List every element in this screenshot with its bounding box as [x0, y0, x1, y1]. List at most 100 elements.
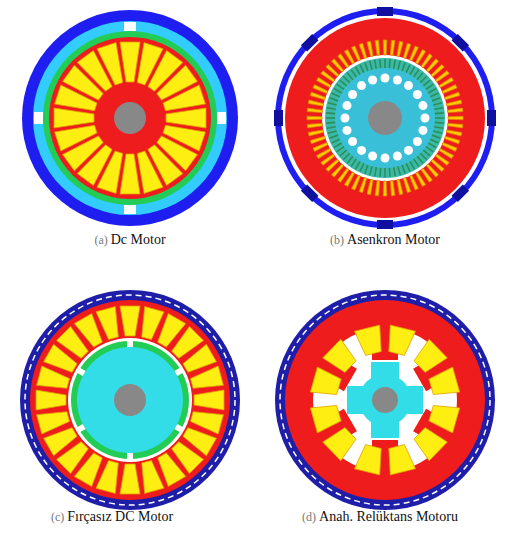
rotor-slot [384, 168, 386, 177]
rotor-slot [334, 142, 343, 148]
stator-slot [445, 136, 460, 144]
brush-gap [34, 112, 43, 124]
rotor-slot [329, 134, 338, 139]
rotor-bar [404, 146, 413, 155]
shaft [372, 387, 398, 413]
srm-motor-section [275, 290, 495, 510]
shaft [114, 384, 146, 416]
stator-slot [390, 40, 395, 55]
stator-slot [410, 175, 419, 190]
rotor-slot [374, 60, 377, 69]
rotor-slot [326, 117, 335, 119]
rotor-slot [351, 159, 358, 167]
stator-slot [416, 172, 426, 186]
stator-winding [429, 367, 460, 394]
stator-slot [383, 181, 387, 196]
rotor-slot [409, 161, 415, 170]
rotor-slot [435, 117, 444, 119]
stator-slot [403, 43, 411, 58]
rotor-slot [423, 80, 431, 87]
rotor-slot [163, 85, 205, 111]
rotor-bar [343, 126, 352, 135]
magnet-gap [77, 367, 86, 376]
stator-slot [307, 116, 322, 120]
stator-slot [183, 344, 217, 372]
frame-block [452, 34, 470, 52]
rotor-slot [389, 59, 391, 68]
rotor-slot [364, 165, 369, 174]
rotor-slot [389, 168, 391, 177]
stator-slot [442, 85, 457, 94]
rotor-bar [368, 152, 377, 161]
stator-slot [367, 41, 373, 56]
stator-slot [359, 43, 367, 58]
frame-block [377, 220, 393, 229]
rotor-slot [379, 59, 381, 68]
stator-slot [120, 306, 140, 336]
rotor-bar [343, 101, 352, 110]
stator-slot [352, 175, 361, 190]
rotor-slot [327, 107, 336, 110]
rotor-slot [428, 142, 437, 148]
rotor-slot [405, 163, 410, 172]
rotor-bar [341, 114, 350, 123]
caption-letter: (c) [51, 510, 64, 525]
rotor-slot [397, 61, 401, 70]
rotor-bar [413, 137, 422, 146]
rotor-slot [55, 125, 97, 151]
rotor-slot [401, 62, 406, 71]
rotor-slot [339, 150, 347, 157]
rotor-slot [347, 72, 354, 80]
rotor-slot [369, 61, 373, 70]
stator-winding [310, 406, 341, 433]
caption-letter: (d) [302, 510, 316, 525]
stator-slot [44, 428, 78, 456]
stator-slot [308, 100, 323, 106]
stator-slot [445, 92, 460, 100]
stator-slot [375, 40, 380, 55]
stator-slot [96, 307, 118, 340]
shaft [114, 102, 146, 134]
rotor-slot [328, 130, 337, 134]
stator-slot [367, 179, 373, 194]
caption-text: Fırçasız DC Motor [67, 509, 173, 525]
stator-slot [194, 390, 224, 410]
stator-slot [310, 92, 325, 100]
stator-slot [352, 46, 361, 61]
stator-slot [344, 50, 354, 64]
rotor-slot [417, 156, 424, 164]
stator-winding [389, 445, 416, 475]
brush-gap [124, 22, 136, 31]
rotor-slot [369, 166, 373, 175]
stator-slot [410, 46, 419, 61]
rotor-slot [347, 156, 354, 164]
rotor-core [359, 374, 411, 426]
stator-slot [442, 143, 457, 152]
frame-block [452, 185, 470, 203]
stator-slot [317, 149, 331, 159]
stator-slot [397, 41, 403, 56]
rotor-slot [426, 84, 434, 91]
stator-slot [359, 178, 367, 193]
rotor-bar [404, 81, 413, 90]
rotor-slot [405, 64, 410, 73]
rotor-slot [331, 92, 340, 97]
rotor-slot [379, 168, 381, 177]
rotor-slot [434, 126, 443, 129]
caption-letter: (a) [94, 233, 107, 248]
rotor-slot [393, 167, 396, 176]
figure-caption: (b)Asenkron Motor [330, 232, 440, 248]
stator-winding [355, 325, 382, 355]
stator-slot [448, 108, 463, 113]
rotor-slot [393, 60, 396, 69]
rotor-slot [432, 97, 441, 102]
magnet-gap [127, 453, 133, 460]
frame-block [301, 185, 319, 203]
figure-caption: (c)Fırçasız DC Motor [51, 509, 173, 525]
rotor-slot [351, 69, 358, 77]
rotor-bar [357, 81, 366, 90]
rotor-bar [419, 101, 428, 110]
caption-text: Anah. Relüktans Motoru [319, 509, 458, 525]
brush-gap [217, 112, 226, 124]
rotor-slot [364, 62, 369, 71]
